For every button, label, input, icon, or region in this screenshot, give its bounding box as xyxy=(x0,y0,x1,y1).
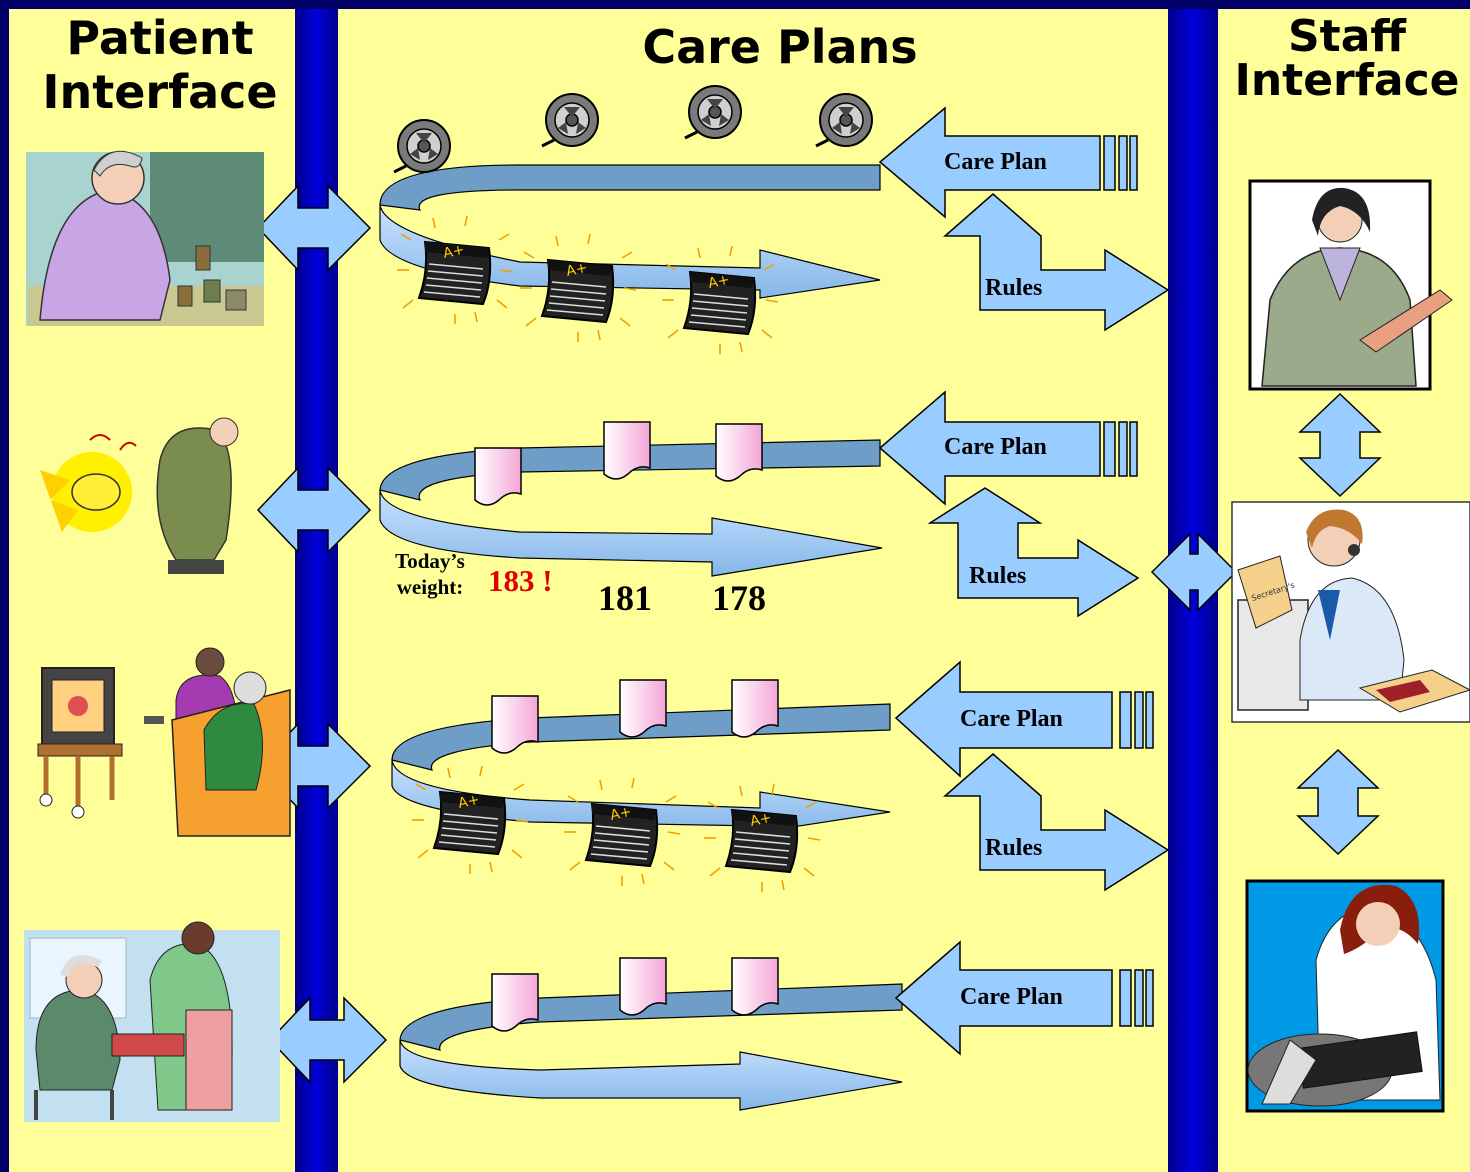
todays-weight-label-line2: weight: xyxy=(396,575,464,600)
todays-weight-label-line1: Today’s xyxy=(395,549,465,573)
care-plan-label: Care Plan xyxy=(960,706,1063,732)
patient-title-line1: Patient xyxy=(66,11,254,65)
staff-interface-title: Staff Interface xyxy=(1222,15,1470,103)
care-plans-title: Care Plans xyxy=(642,20,918,74)
patient-clipart-television xyxy=(37,647,291,837)
document-icon xyxy=(491,695,539,754)
patient-exchange-arrow xyxy=(256,184,372,272)
care-plan-arrow xyxy=(894,660,1113,778)
patient-interface-title: Patient Interface xyxy=(20,15,300,115)
patient-clipart-nurse-visit xyxy=(24,921,280,1122)
staff-exchange-arrow xyxy=(1150,532,1238,612)
staff-clipart-doctor xyxy=(1248,179,1453,391)
care-plan-label: Care Plan xyxy=(944,149,1047,175)
rules-arrow xyxy=(943,753,1170,892)
previous-weight-value: 181 xyxy=(598,578,652,618)
staff-clipart-operator: Secretary's xyxy=(1231,501,1470,723)
video-reel-icon xyxy=(540,92,600,148)
patient-clipart-medication xyxy=(26,150,264,326)
staff-title-line2: Interface xyxy=(1234,55,1460,106)
patient-exchange-arrow xyxy=(268,996,388,1084)
report-card-icon xyxy=(563,777,681,887)
staff-vertical-arrow xyxy=(1296,748,1380,856)
patient-clipart-weighing xyxy=(40,417,239,574)
patient-exchange-arrow xyxy=(256,466,372,554)
video-reel-icon xyxy=(683,84,743,140)
document-icon xyxy=(474,447,522,506)
row-1 xyxy=(256,84,1170,355)
document-icon xyxy=(715,423,763,482)
row-2 xyxy=(256,390,1238,618)
staff-vertical-arrow xyxy=(1298,392,1382,498)
video-reel-icon xyxy=(392,118,452,174)
rules-arrow xyxy=(943,193,1170,332)
row-4 xyxy=(268,940,1154,1111)
care-plan-label: Care Plan xyxy=(944,434,1047,460)
rules-label: Rules xyxy=(985,275,1043,301)
staff-clipart-typist xyxy=(1245,879,1445,1113)
rules-label: Rules xyxy=(969,563,1027,589)
previous-weight-value: 178 xyxy=(712,578,766,618)
care-plan-label: Care Plan xyxy=(960,984,1063,1010)
staff-title-line1: Staff xyxy=(1287,11,1407,62)
video-reel-icon xyxy=(814,92,874,148)
care-plan-arrow xyxy=(894,940,1113,1056)
rules-arrow xyxy=(927,487,1140,618)
today-weight-value: 183 ! xyxy=(488,563,553,598)
care-plan-arrow xyxy=(878,390,1101,506)
patient-title-line2: Interface xyxy=(42,65,278,119)
todays-weight-label: Today’s weight: xyxy=(380,548,480,601)
rules-label: Rules xyxy=(985,835,1043,861)
care-plan-arrow xyxy=(878,106,1101,219)
